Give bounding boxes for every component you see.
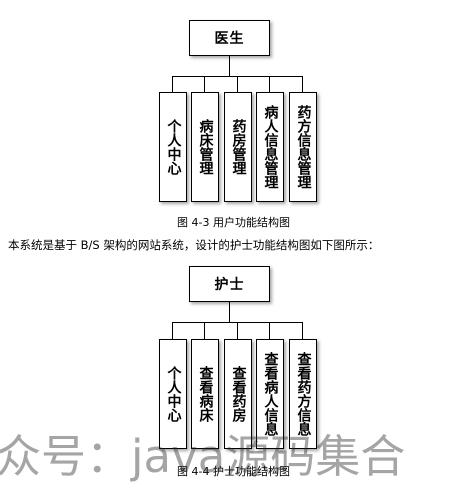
diagram2-child-label-4: 查看病人信息 <box>262 352 279 436</box>
diagram2-child-connector-4 <box>269 322 270 339</box>
diagram1-child-connector-3 <box>237 76 238 92</box>
diagram1-child-label-4: 病人信息管理 <box>262 105 279 189</box>
diagram1-root-connector <box>229 55 230 76</box>
diagram2-child-box-5: 查看药方信息 <box>289 339 317 449</box>
diagram2-root-box: 护士 <box>189 266 270 302</box>
diagram2-root-label: 护士 <box>214 277 245 293</box>
diagram2-root-connector <box>229 301 230 322</box>
diagram2-child-label-2: 查看病床 <box>197 366 214 422</box>
diagram2-child-box-3: 查看药房 <box>224 339 252 449</box>
diagram2-child-label-3: 查看药房 <box>230 366 247 422</box>
diagram1-child-label-1: 个人中心 <box>165 119 182 175</box>
diagram2-child-label-1: 个人中心 <box>165 366 182 422</box>
diagram1-root-label: 医生 <box>214 31 245 47</box>
diagram1-child-box-1: 个人中心 <box>159 92 187 202</box>
diagram1-child-box-3: 药房管理 <box>224 92 252 202</box>
diagram1-child-connector-1 <box>172 76 173 92</box>
diagram1-child-connector-5 <box>302 76 303 92</box>
diagram2-child-connector-5 <box>302 322 303 339</box>
diagram2-caption: 图 4-4 护士功能结构图 <box>177 465 290 478</box>
diagram2-child-connector-3 <box>237 322 238 339</box>
diagram2-child-connector-1 <box>172 322 173 339</box>
diagram2-child-box-1: 个人中心 <box>159 339 187 449</box>
diagram1-child-label-3: 药房管理 <box>230 119 247 175</box>
diagram1-caption: 图 4-3 用户功能结构图 <box>177 216 290 229</box>
diagram1-child-label-2: 病床管理 <box>197 119 214 175</box>
diagram1-child-connector-2 <box>204 76 205 92</box>
body-paragraph: 本系统是基于 B/S 架构的网站系统，设计的护士功能结构图如下图所示： <box>8 238 380 252</box>
diagram1-child-connector-4 <box>269 76 270 92</box>
diagram1-child-box-4: 病人信息管理 <box>256 92 284 202</box>
diagram1-child-label-5: 药方信息管理 <box>295 105 312 189</box>
diagram2-child-box-4: 查看病人信息 <box>256 339 284 449</box>
diagram2-child-connector-2 <box>204 322 205 339</box>
diagram1-child-box-2: 病床管理 <box>191 92 219 202</box>
diagram1-child-box-5: 药方信息管理 <box>289 92 317 202</box>
diagram2-child-box-2: 查看病床 <box>191 339 219 449</box>
diagram2-child-label-5: 查看药方信息 <box>295 352 312 436</box>
diagram1-root-box: 医生 <box>189 20 270 56</box>
watermark-text: 众号：java源码集合 <box>0 430 406 483</box>
